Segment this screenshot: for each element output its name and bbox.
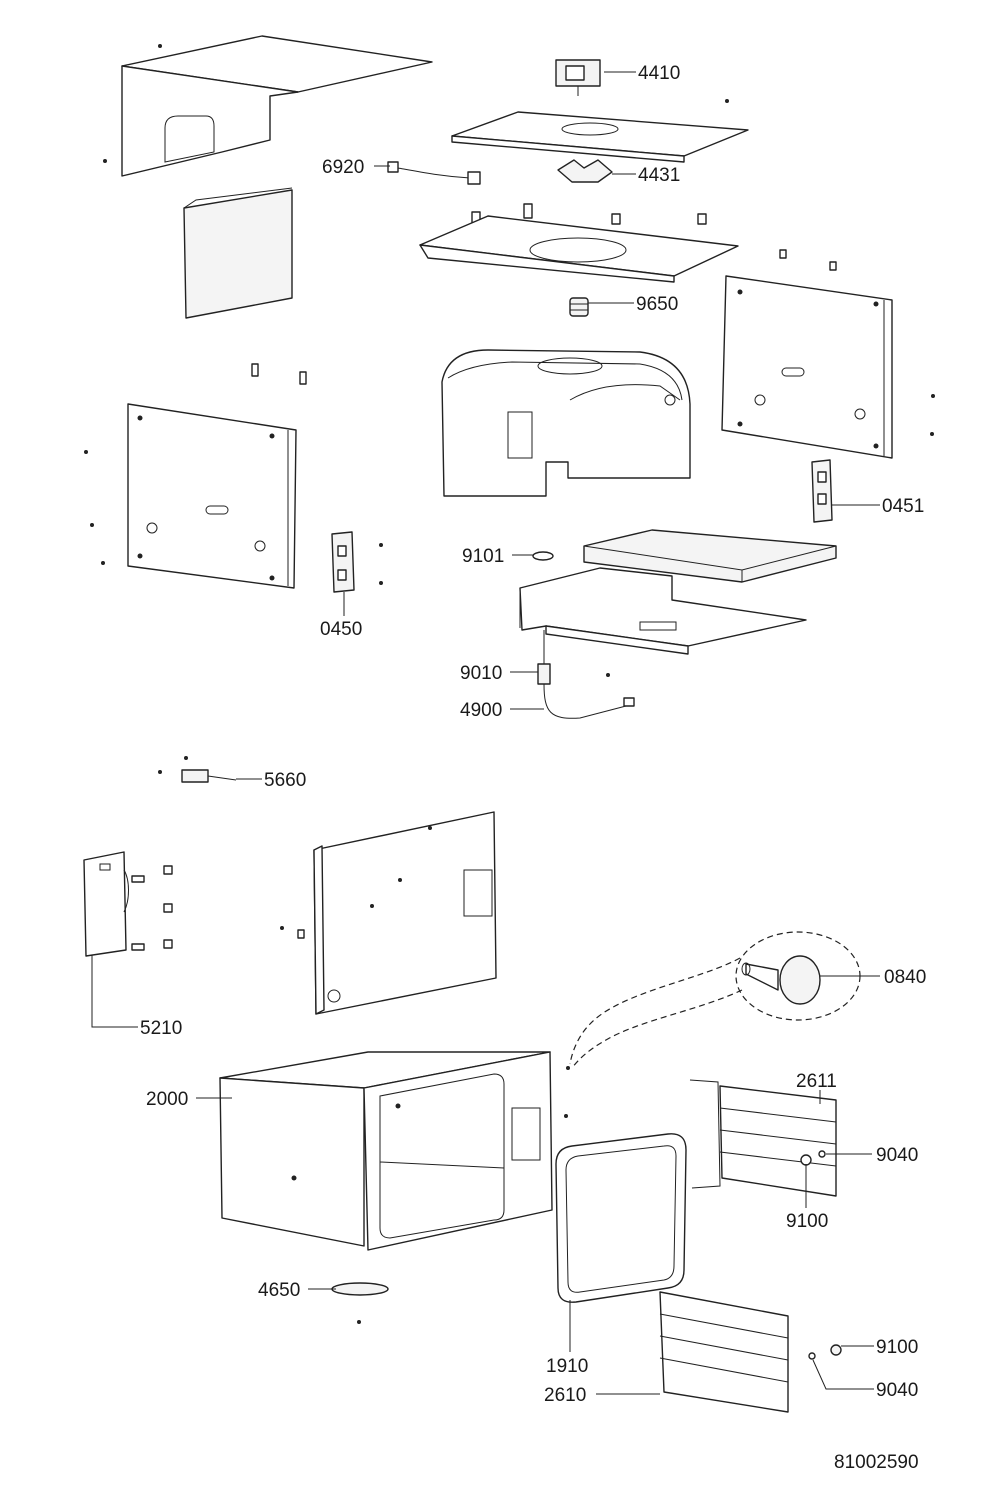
rack-lower: [659, 1291, 842, 1413]
door-switch: [158, 756, 237, 783]
knob-detail: [569, 931, 861, 1069]
callout-0451: 0451: [882, 496, 924, 517]
oven-cavity: [219, 1051, 570, 1251]
callout-9650: 9650: [636, 294, 678, 315]
callout-2611: 2611: [796, 1071, 837, 1092]
bracket-right: [811, 459, 833, 523]
control-board: [83, 851, 173, 957]
callout-6920: 6920: [322, 157, 364, 178]
drawing-number: 81002590: [834, 1452, 919, 1473]
right-side-panel-upper: [721, 275, 935, 459]
capacitor-ring: [532, 551, 554, 561]
left-side-panel: [84, 363, 307, 589]
magnetron-cover: [583, 529, 837, 583]
callout-4410: 4410: [638, 63, 680, 84]
insulation-block: [183, 187, 293, 319]
callout-4900: 4900: [460, 700, 502, 721]
bracket-left: [331, 531, 383, 593]
coupler: [557, 159, 613, 183]
top-cover-panel: [103, 35, 433, 177]
callout-4431: 4431: [638, 165, 680, 186]
turntable-support: [331, 1282, 389, 1324]
motor-cover-plate: [451, 111, 749, 163]
callout-5660: 5660: [264, 770, 306, 791]
callout-0450: 0450: [320, 619, 362, 640]
callout-9040-upper: 9040: [876, 1145, 918, 1166]
callout-9040-lower: 9040: [876, 1380, 918, 1401]
turntable-motor: [555, 59, 601, 96]
bushing: [569, 297, 589, 317]
callout-2000: 2000: [146, 1089, 188, 1110]
sensor-cable: [387, 161, 481, 185]
door-gasket: [555, 1133, 687, 1303]
callout-9100-upper: 9100: [786, 1211, 828, 1232]
waveguide-housing: [441, 349, 691, 497]
rack-upper: [689, 1079, 837, 1197]
callout-labels: 4410 6920 4431 9650 0451 9101 0450 9010 …: [140, 63, 926, 1473]
callout-1910: 1910: [546, 1356, 588, 1377]
base-tray: [519, 567, 807, 655]
callout-9010: 9010: [460, 663, 502, 684]
callout-9100-lower: 9100: [876, 1337, 918, 1358]
power-cord: [537, 630, 635, 719]
callout-2610: 2610: [544, 1385, 586, 1406]
leader-lines: [91, 71, 880, 1395]
rear-panel: [280, 811, 497, 1015]
callout-5210: 5210: [140, 1018, 182, 1039]
callout-0840: 0840: [884, 967, 926, 988]
callout-4650: 4650: [258, 1280, 300, 1301]
cavity-top-plate: [419, 215, 739, 283]
callout-9101: 9101: [462, 546, 504, 567]
